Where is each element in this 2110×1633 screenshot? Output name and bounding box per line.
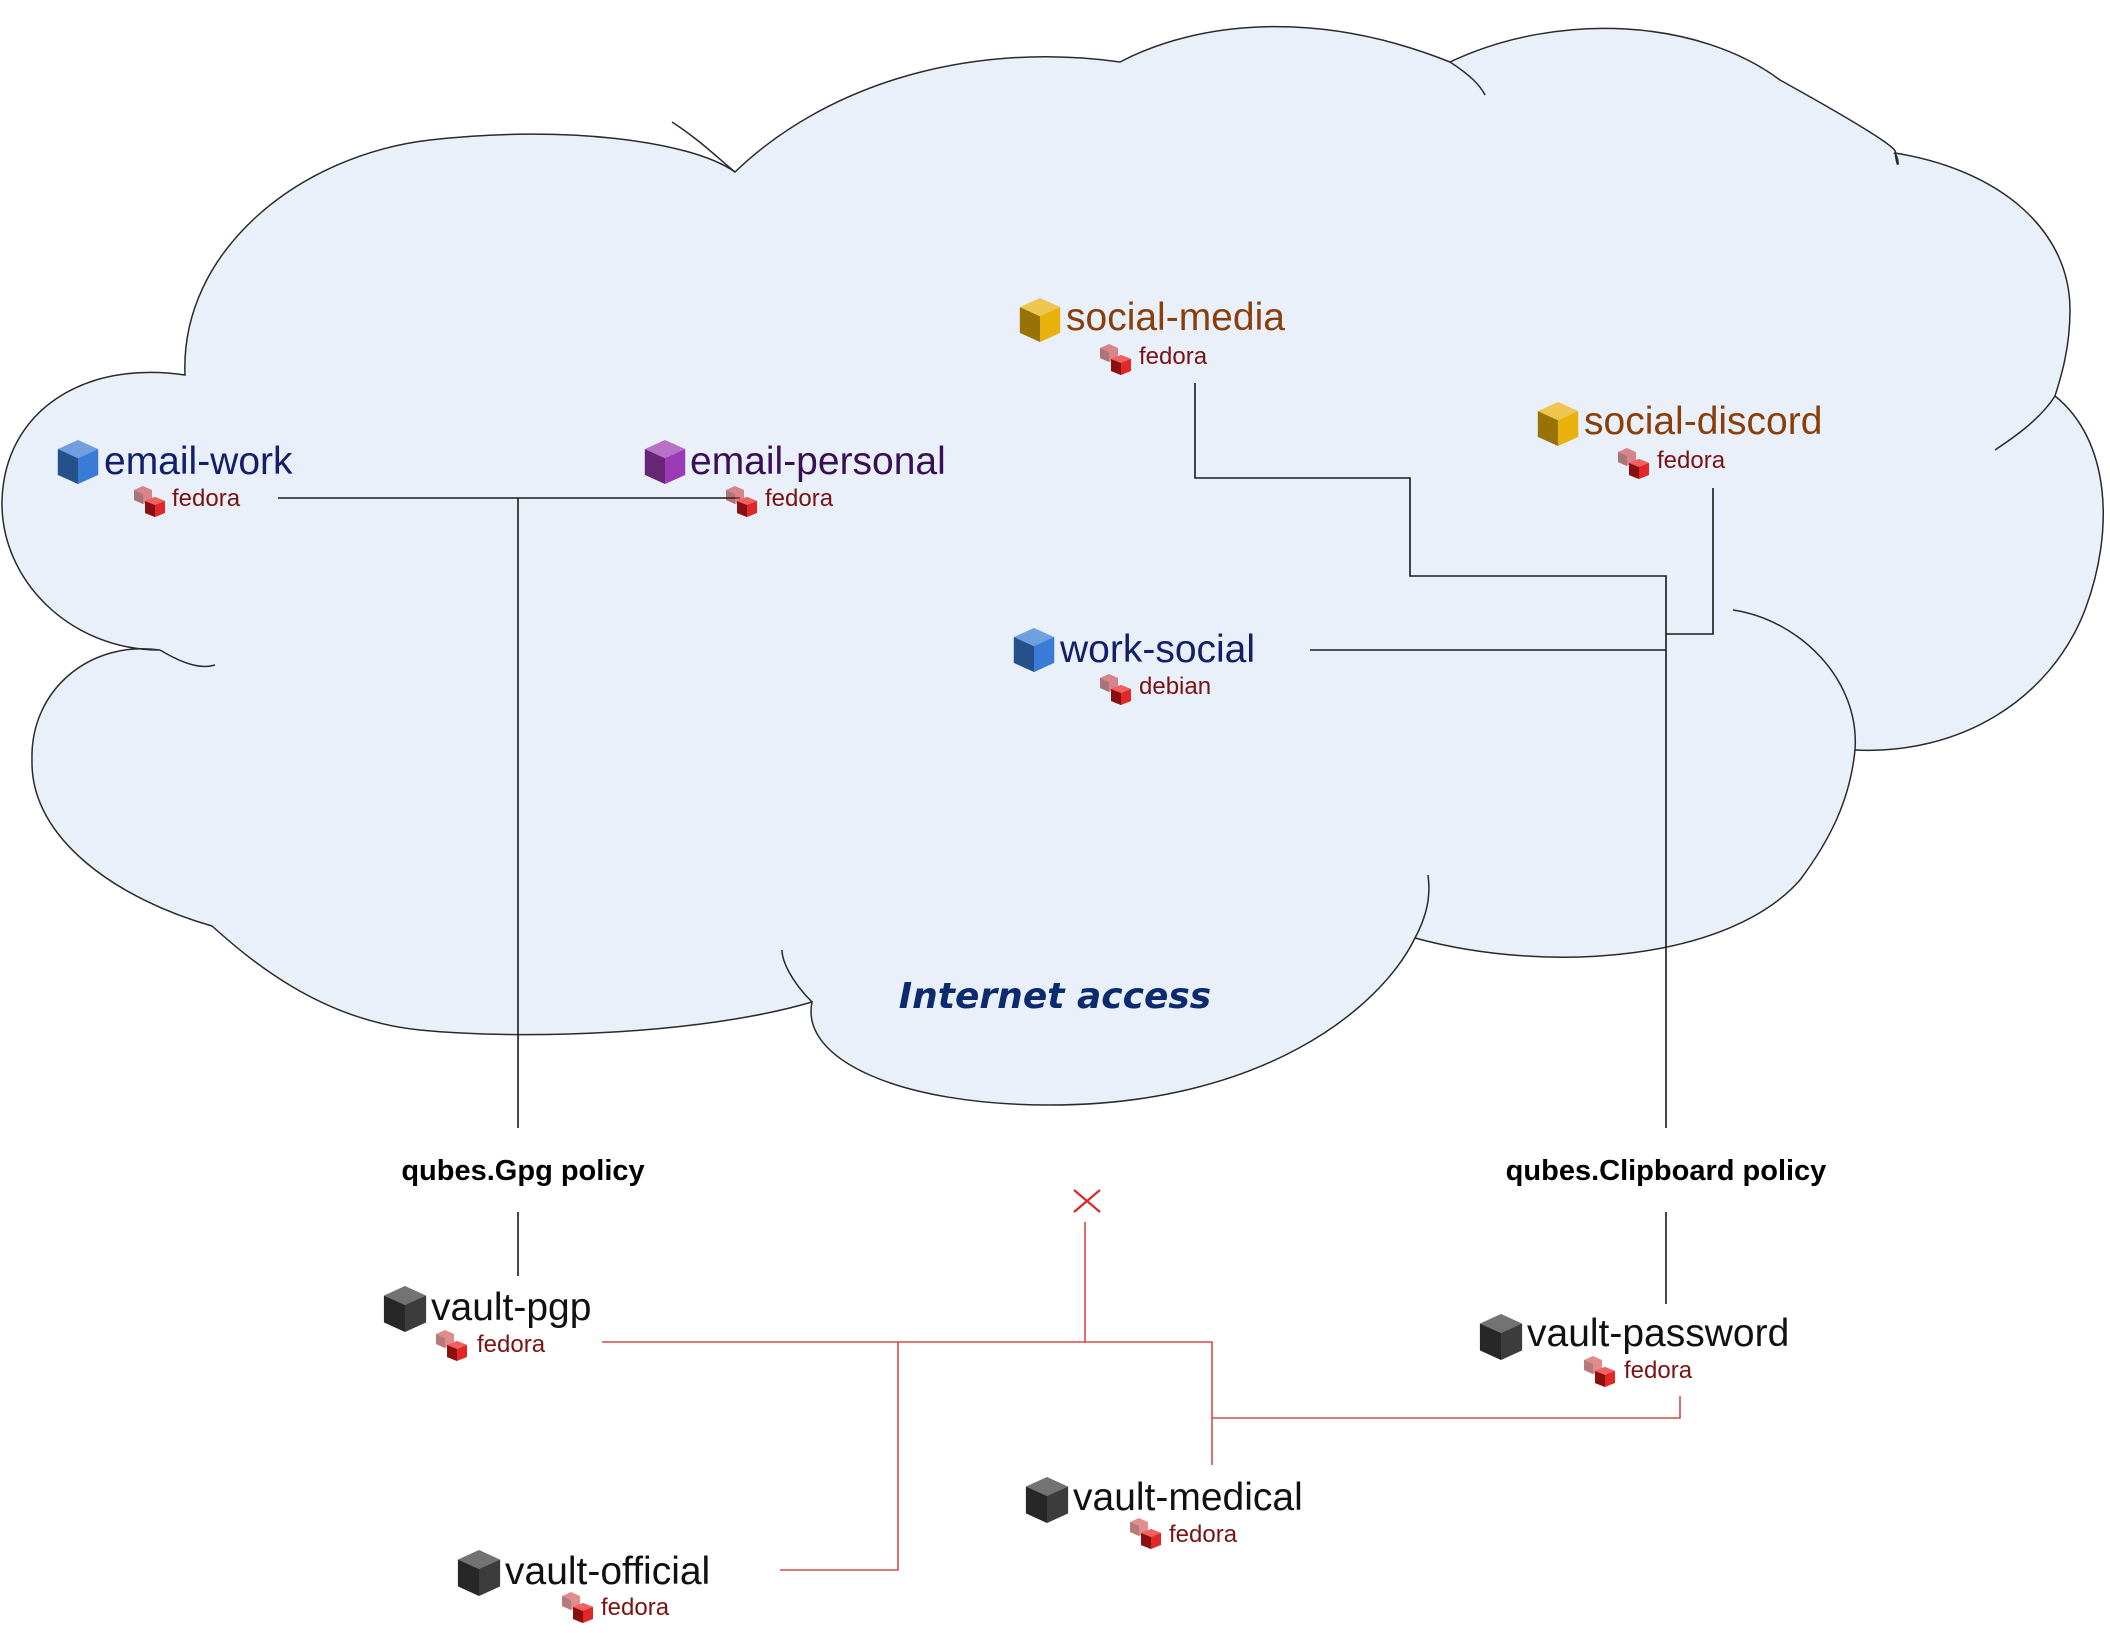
gpg-policy-links	[278, 497, 740, 1276]
qube-email-personal[interactable]: email-personal fedora	[644, 440, 946, 517]
template-name: fedora	[1169, 1521, 1238, 1548]
qube-work-social[interactable]: work-social debian	[1013, 628, 1255, 705]
clipboard-policy-links	[1194, 383, 1714, 1304]
clipboard-policy-label: qubes.Clipboard policy	[1506, 1155, 1827, 1187]
cube-icon	[1025, 1477, 1069, 1523]
blocked-links	[602, 1222, 1681, 1571]
cube-icon	[1013, 628, 1055, 672]
x-mark-icon	[1073, 1189, 1101, 1213]
cloud-inner-arc	[159, 649, 216, 668]
qube-vault-official[interactable]: vault-official fedora	[457, 1550, 710, 1623]
template-name: fedora	[1657, 447, 1726, 474]
qube-social-media[interactable]: social-media fedora	[1019, 296, 1285, 375]
qube-name: vault-medical	[1073, 1476, 1303, 1519]
cloud-inner-arc	[1994, 395, 2056, 451]
template-name: fedora	[1139, 343, 1208, 370]
cube-icon	[383, 1286, 427, 1332]
qube-vault-pgp[interactable]: vault-pgp fedora	[383, 1286, 592, 1361]
cloud-inner-arc	[1732, 609, 1856, 751]
qube-name: social-discord	[1584, 400, 1822, 443]
cube-icon	[644, 440, 686, 484]
cube-icon	[57, 440, 99, 484]
gpg-policy-label: qubes.Gpg policy	[401, 1155, 644, 1187]
cloud-inner-arc	[671, 121, 736, 173]
template-cubes-icon	[562, 1592, 593, 1623]
template-name: fedora	[601, 1594, 670, 1621]
cloud-inner-arc	[781, 949, 813, 1003]
qube-name: vault-password	[1527, 1312, 1789, 1355]
template-name: fedora	[477, 1331, 546, 1358]
template-name: fedora	[1624, 1357, 1693, 1384]
template-cubes-icon	[436, 1330, 467, 1361]
cube-icon	[1019, 298, 1061, 342]
qube-name: vault-pgp	[431, 1286, 591, 1329]
qube-name: email-personal	[690, 440, 946, 483]
template-name: fedora	[172, 485, 241, 512]
cube-icon	[457, 1550, 501, 1596]
template-name: debian	[1139, 673, 1211, 700]
template-name: fedora	[765, 485, 834, 512]
qube-social-discord[interactable]: social-discord fedora	[1537, 400, 1823, 479]
cloud-inner-arc	[1414, 874, 1430, 939]
qube-email-work[interactable]: email-work fedora	[57, 440, 293, 517]
template-cubes-icon	[1584, 1356, 1615, 1387]
cloud-inner-arc	[1894, 151, 1899, 166]
qube-name: vault-official	[505, 1550, 710, 1593]
cube-icon	[1479, 1314, 1523, 1360]
qube-vault-password[interactable]: vault-password fedora	[1479, 1312, 1789, 1387]
qube-name: work-social	[1059, 628, 1255, 671]
internet-cloud	[1, 25, 2104, 1106]
cube-icon	[1537, 402, 1579, 446]
template-cubes-icon	[1130, 1518, 1161, 1549]
cloud-label: Internet access	[899, 976, 1211, 1017]
qube-name: social-media	[1066, 296, 1285, 339]
cloud-inner-arc	[1449, 61, 1486, 96]
qube-vault-medical[interactable]: vault-medical fedora	[1025, 1476, 1303, 1549]
qube-name: email-work	[104, 440, 293, 483]
